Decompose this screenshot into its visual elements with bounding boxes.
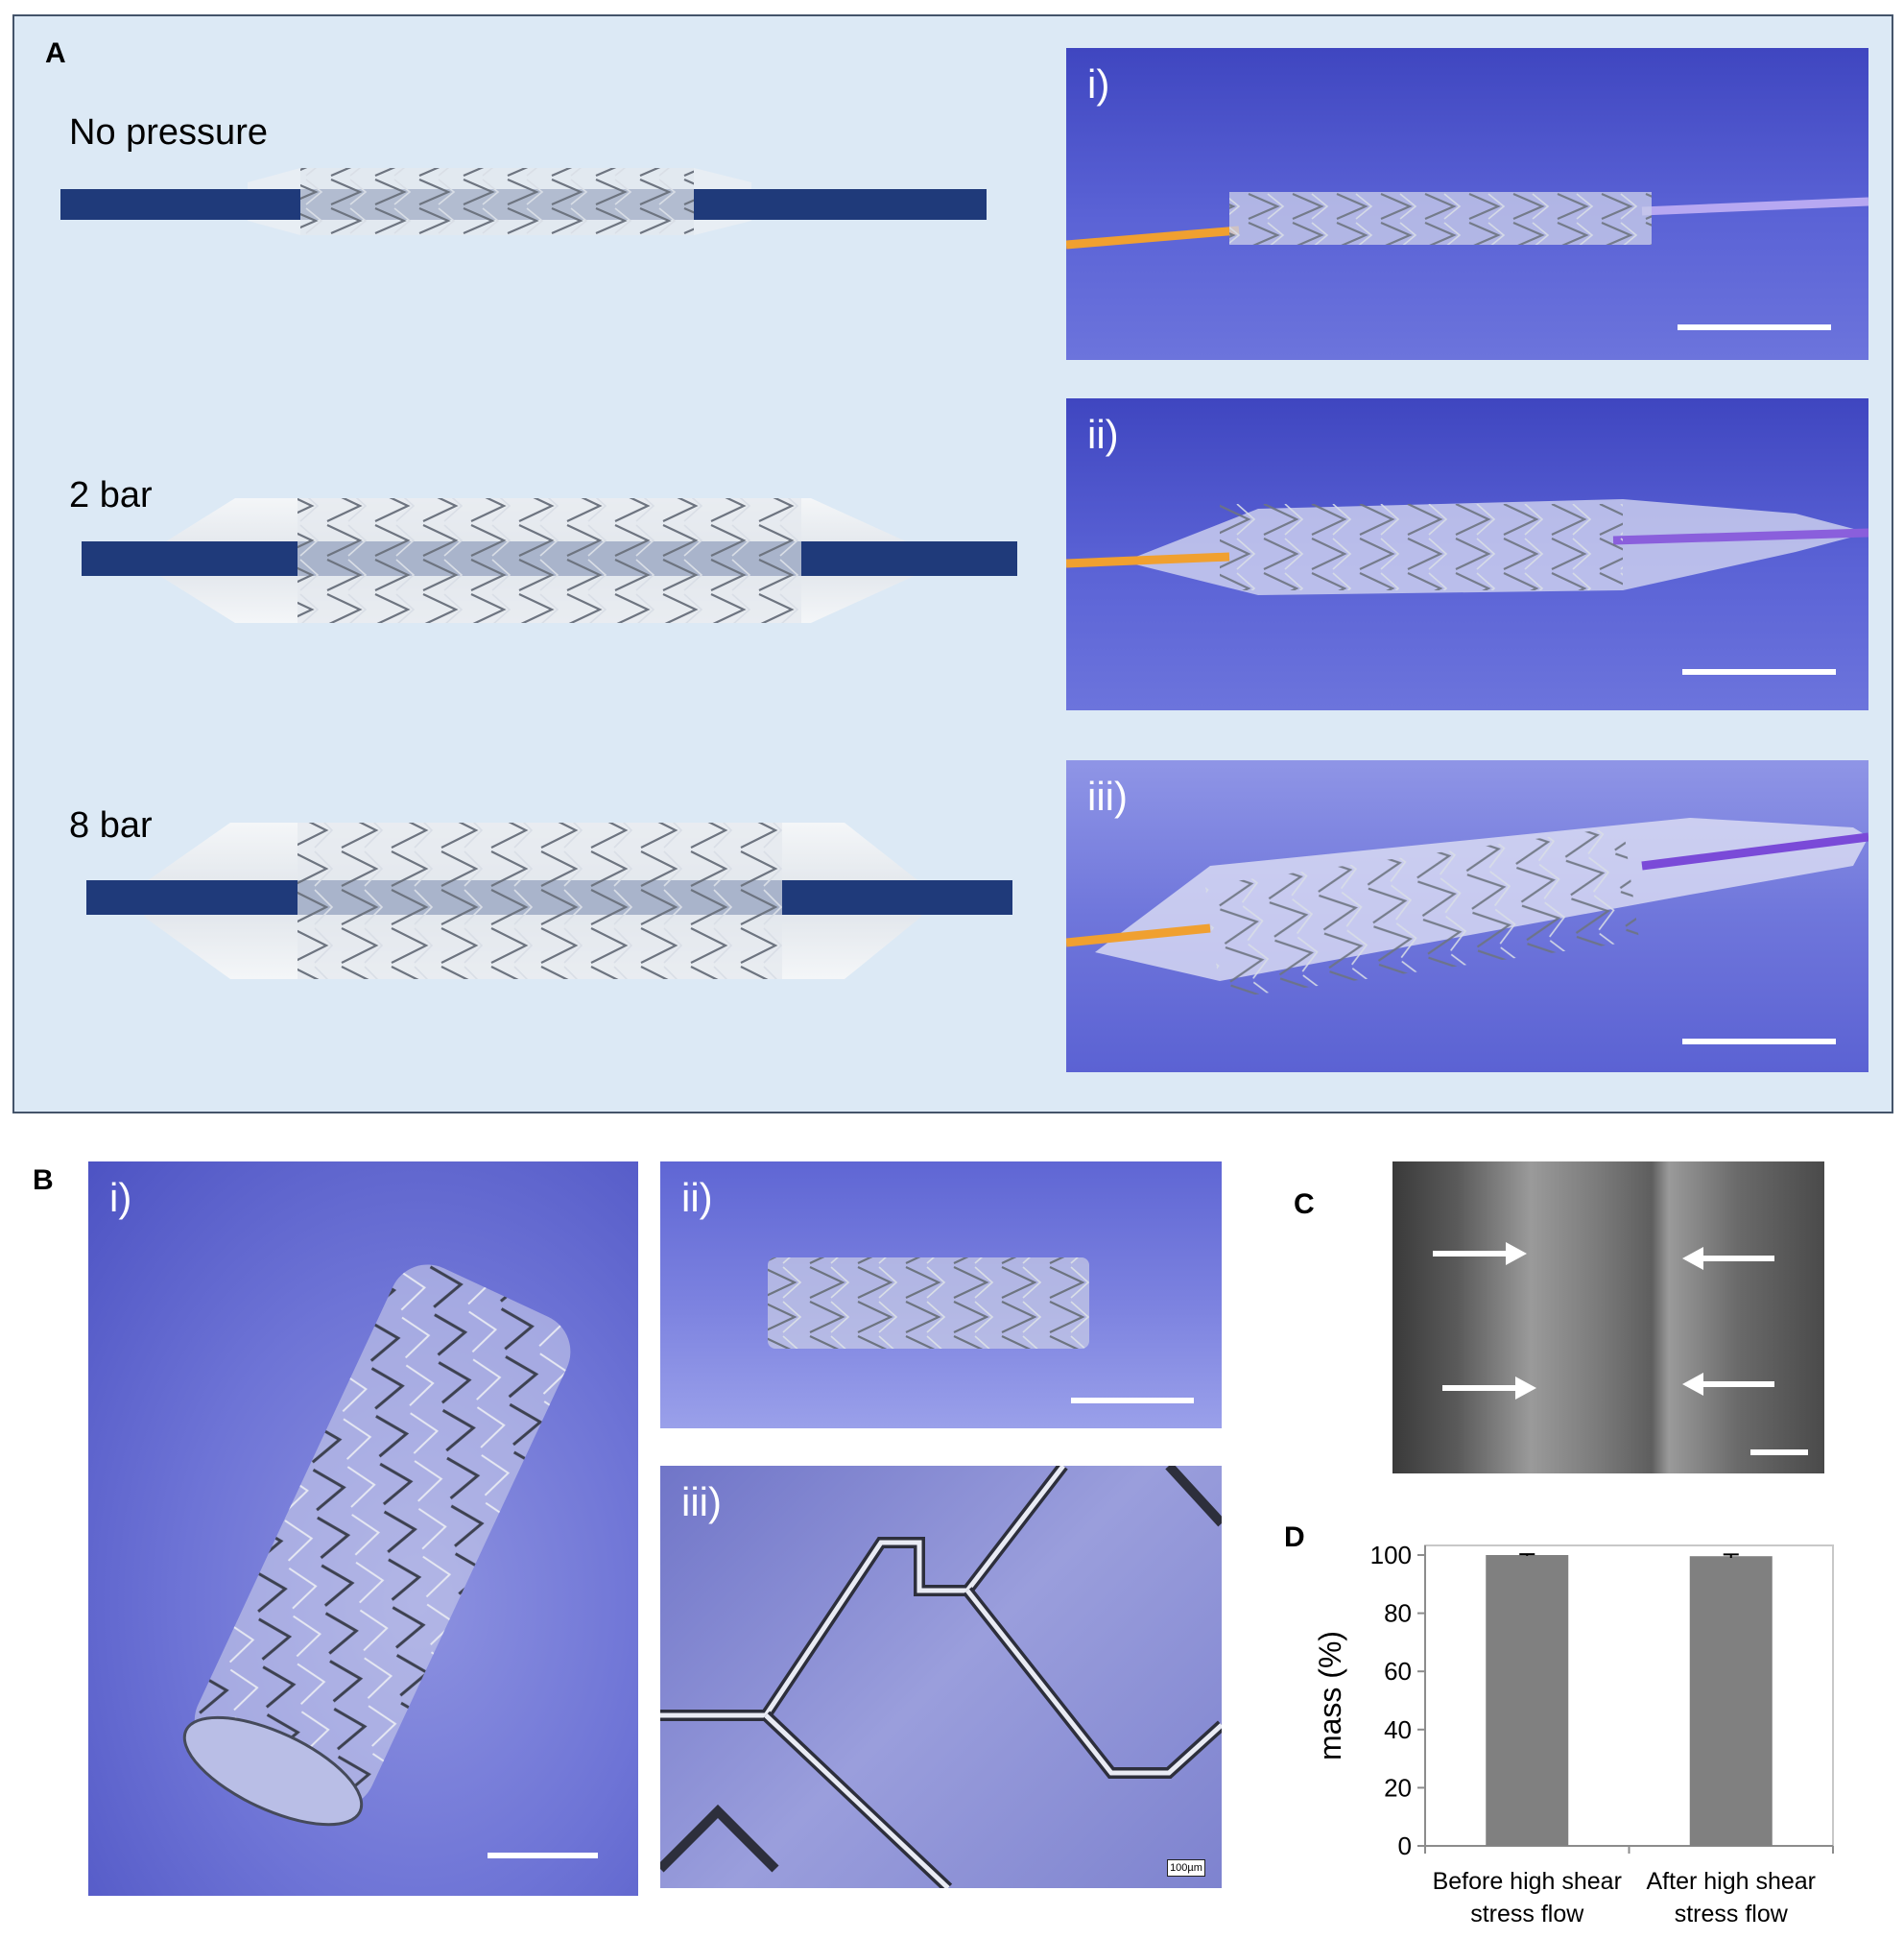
panel-label-a: A bbox=[45, 37, 66, 69]
x-tick-label: After high shear bbox=[1647, 1868, 1817, 1895]
photo-b-iii: iii) 100µm bbox=[660, 1466, 1222, 1888]
y-tick-label: 20 bbox=[1384, 1773, 1412, 1802]
arrow-left-icon bbox=[1682, 1373, 1774, 1396]
photo-label-a-iii: iii) bbox=[1087, 774, 1128, 819]
photo-a-i: i) bbox=[1066, 48, 1868, 360]
panel-label-c: C bbox=[1294, 1188, 1315, 1220]
photo-label-b-iii: iii) bbox=[681, 1479, 722, 1524]
photo-b-ii: ii) bbox=[660, 1161, 1222, 1428]
scale-bar bbox=[1678, 324, 1831, 330]
y-tick-label: 40 bbox=[1384, 1715, 1412, 1744]
photo-a-ii: ii) bbox=[1066, 398, 1868, 710]
panel-label-d: D bbox=[1284, 1521, 1305, 1553]
crimped-stent-side-image bbox=[768, 1257, 1089, 1349]
bar bbox=[1689, 1556, 1773, 1846]
photo-label-a-ii: ii) bbox=[1087, 412, 1119, 457]
photo-b-i: i) bbox=[88, 1161, 638, 1896]
arrow-right-icon bbox=[1433, 1242, 1527, 1265]
mass-bar-chart: 0 20 40 60 80 100 mass (%) Before high shear str… bbox=[1313, 1541, 1834, 1927]
bar bbox=[1486, 1555, 1569, 1846]
arrow-right-icon bbox=[1442, 1376, 1536, 1400]
scale-bar bbox=[488, 1853, 598, 1858]
state-label-8-bar: 8 bar bbox=[69, 805, 153, 846]
balloon-2-bar-image bbox=[1066, 499, 1868, 595]
deflated-balloon-stent-image bbox=[1066, 192, 1868, 250]
y-axis-label: mass (%) bbox=[1313, 1631, 1347, 1760]
sem-cross-section-image bbox=[1392, 1161, 1824, 1473]
scale-bar bbox=[1682, 1039, 1836, 1044]
y-tick-label: 100 bbox=[1370, 1541, 1412, 1569]
x-tick-label: Before high shear bbox=[1433, 1868, 1622, 1895]
photo-a-iii: iii) bbox=[1066, 760, 1868, 1072]
photo-label-a-i: i) bbox=[1087, 61, 1110, 107]
y-tick-label: 0 bbox=[1398, 1831, 1412, 1860]
scale-bar bbox=[1750, 1449, 1808, 1455]
photo-label-b-ii: ii) bbox=[681, 1175, 713, 1220]
balloon-8-bar-image bbox=[1066, 818, 1868, 1000]
scale-bar bbox=[1682, 669, 1836, 675]
stent-strut-micrograph-image bbox=[660, 1466, 1222, 1888]
crimped-stent-perspective-image bbox=[182, 1264, 571, 1827]
balloon-schematic-2-bar bbox=[82, 498, 1017, 623]
panel-a: A No pressure 2 bar 8 bar bbox=[12, 14, 1893, 1113]
x-tick-label: stress flow bbox=[1675, 1901, 1789, 1927]
state-label-2-bar: 2 bar bbox=[69, 475, 153, 515]
x-tick-label: stress flow bbox=[1470, 1901, 1584, 1927]
y-tick-label: 80 bbox=[1384, 1599, 1412, 1628]
balloon-schematic-no-pressure bbox=[60, 168, 987, 235]
photo-label-b-i: i) bbox=[109, 1175, 132, 1220]
arrow-left-icon bbox=[1682, 1247, 1774, 1270]
y-tick-label: 60 bbox=[1384, 1657, 1412, 1686]
state-label-no-pressure: No pressure bbox=[69, 112, 268, 153]
micro-scale-label: 100µm bbox=[1167, 1859, 1205, 1877]
balloon-schematic-8-bar bbox=[86, 823, 1012, 979]
panel-label-b: B bbox=[33, 1164, 54, 1196]
scale-bar bbox=[1071, 1398, 1194, 1403]
